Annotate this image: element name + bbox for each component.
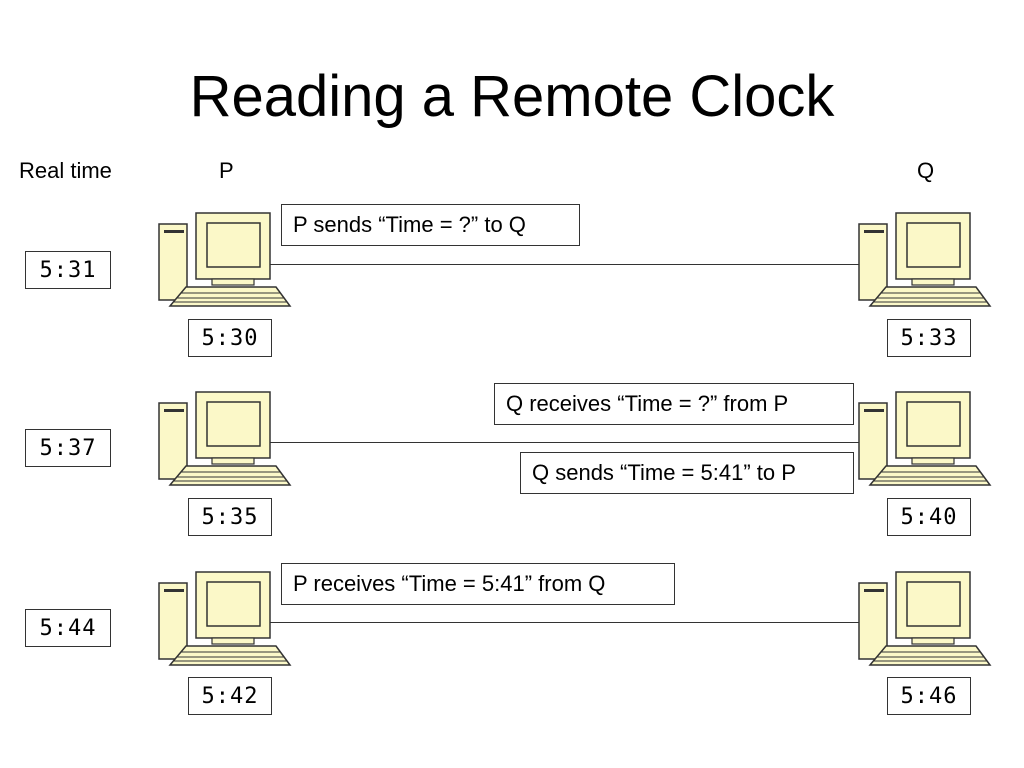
p-clock-row-1: 5:30	[188, 319, 272, 357]
p-column-label: P	[219, 158, 234, 183]
real-time-column-label: Real time	[19, 158, 112, 183]
computer-p-row-1-icon	[158, 212, 293, 308]
q-clock-row-3: 5:46	[887, 677, 971, 715]
real-time-clock-row-2: 5:37	[25, 429, 111, 467]
computer-q-row-2-icon	[858, 391, 993, 487]
message-p-sends-request: P sends “Time = ?” to Q	[281, 204, 580, 246]
q-column-label: Q	[917, 158, 935, 183]
q-clock-row-2: 5:40	[887, 498, 971, 536]
network-link-row-1	[268, 264, 868, 265]
message-q-sends-reply: Q sends “Time = 5:41” to P	[520, 452, 854, 494]
network-link-row-2	[268, 442, 868, 443]
message-q-receives-request: Q receives “Time = ?” from P	[494, 383, 854, 425]
p-clock-row-2: 5:35	[188, 498, 272, 536]
computer-q-row-1-icon	[858, 212, 993, 308]
network-link-row-3	[268, 622, 868, 623]
computer-q-row-3-icon	[858, 571, 993, 667]
computer-p-row-3-icon	[158, 571, 293, 667]
real-time-clock-row-3: 5:44	[25, 609, 111, 647]
q-clock-row-1: 5:33	[887, 319, 971, 357]
real-time-clock-row-1: 5:31	[25, 251, 111, 289]
computer-p-row-2-icon	[158, 391, 293, 487]
slide-title: Reading a Remote Clock	[189, 64, 835, 129]
p-clock-row-3: 5:42	[188, 677, 272, 715]
message-p-receives-reply: P receives “Time = 5:41” from Q	[281, 563, 675, 605]
